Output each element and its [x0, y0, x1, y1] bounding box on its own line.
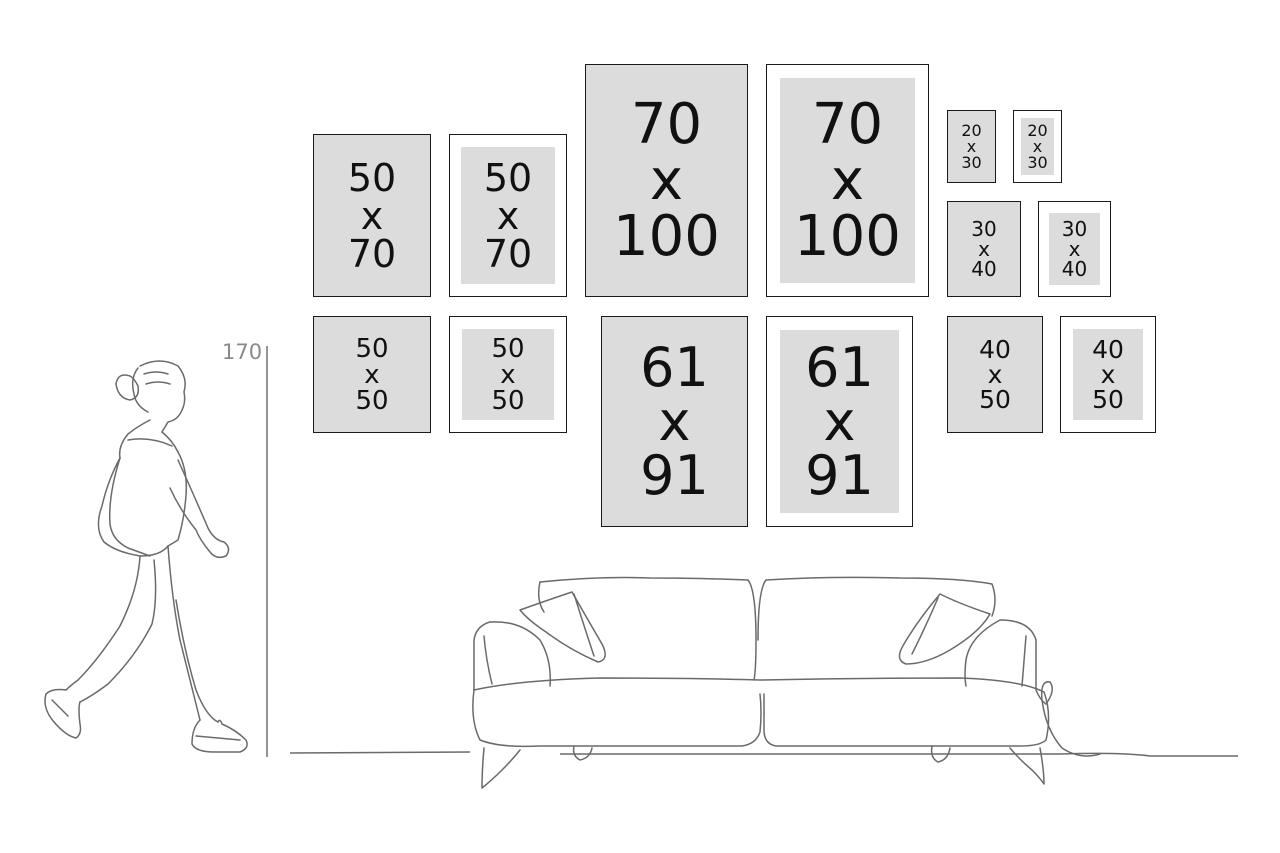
frame-width: 40: [979, 335, 1011, 364]
frame-mat: [462, 329, 554, 420]
frame-70x100-matted: 70 x 100: [766, 64, 929, 297]
frame-width: 50: [355, 333, 389, 364]
frame-times: x: [364, 359, 380, 390]
frame-times: x: [966, 136, 977, 156]
frame-61x91-filled: 61 x 91: [601, 316, 748, 527]
frame-width: 50: [491, 333, 525, 364]
frame-40x50-filled: 40 x 50: [947, 316, 1043, 433]
frame-20x30-filled: 20 x 30: [947, 110, 996, 183]
frame-times: x: [978, 237, 990, 261]
frame-50x70-filled: 50 x 70: [313, 134, 431, 297]
frame-times: x: [830, 147, 865, 213]
frame-mat: [1049, 213, 1100, 285]
frame-61x91-matted: 61 x 91: [766, 316, 913, 527]
frame-width: 61: [805, 335, 874, 399]
frame-times: x: [1032, 136, 1043, 156]
frame-mat: [1021, 118, 1054, 175]
frame-width: 70: [811, 91, 884, 157]
frame-50x50-filled: 50 x 50: [313, 316, 431, 433]
frame-times: x: [649, 147, 684, 213]
frame-height: 50: [491, 385, 525, 416]
frame-50x70-matted: 50 x 70: [449, 134, 567, 297]
frame-height: 50: [979, 385, 1011, 414]
frame-height: 30: [1027, 152, 1048, 172]
frame-70x100-filled: 70 x 100: [585, 64, 748, 297]
floor-line: [289, 751, 1238, 757]
frame-times: x: [360, 193, 384, 238]
frame-height: 70: [347, 231, 397, 276]
frame-width: 70: [630, 91, 703, 157]
frame-50x50-matted: 50 x 50: [449, 316, 567, 433]
frame-30x40-filled: 30 x 40: [947, 201, 1021, 297]
frame-width: 40: [1092, 335, 1124, 364]
sofa-illustration: [472, 576, 1101, 789]
frame-30x40-matted: 30 x 40: [1038, 201, 1111, 297]
frame-height: 40: [971, 257, 997, 281]
frame-width: 30: [1061, 217, 1088, 241]
frame-mat: [780, 78, 915, 283]
frame-times: x: [658, 389, 691, 453]
frame-times: x: [1068, 237, 1081, 261]
frame-width: 50: [483, 155, 533, 200]
frame-width: 50: [347, 155, 397, 200]
frame-height: 100: [613, 203, 720, 269]
frame-height: 40: [1061, 257, 1088, 281]
frame-height: 91: [805, 443, 874, 507]
frame-width: 61: [640, 335, 709, 399]
person-illustration: [44, 360, 248, 753]
frame-times: x: [500, 359, 516, 390]
frame-40x50-matted: 40 x 50: [1060, 316, 1156, 433]
frame-height: 50: [1092, 385, 1124, 414]
frame-height: 30: [961, 152, 982, 172]
frame-width: 20: [1027, 120, 1048, 140]
frame-height: 100: [794, 203, 901, 269]
frame-mat: [1073, 329, 1143, 420]
frame-mat: [780, 330, 899, 513]
frame-height: 70: [483, 231, 533, 276]
frame-width: 30: [971, 217, 997, 241]
height-marker-label: 170: [222, 340, 263, 364]
frame-mat: [461, 147, 555, 284]
frame-times: x: [987, 360, 1003, 389]
frame-times: x: [1100, 360, 1116, 389]
frame-height: 50: [355, 385, 389, 416]
frame-times: x: [496, 193, 520, 238]
frame-times: x: [823, 389, 856, 453]
frame-height: 91: [640, 443, 709, 507]
frame-20x30-matted: 20 x 30: [1013, 110, 1062, 183]
frame-width: 20: [961, 120, 982, 140]
